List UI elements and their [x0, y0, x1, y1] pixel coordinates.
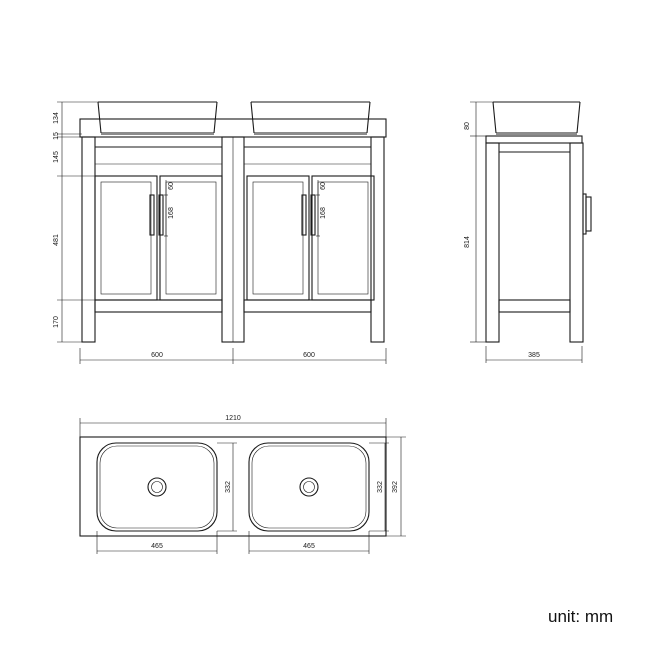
front-leg	[81, 136, 96, 343]
total-width-dimension: 1210	[225, 415, 241, 422]
drain-hole	[299, 477, 319, 497]
bay-width-right-dimension: 600	[303, 352, 315, 359]
top-countertop	[79, 436, 387, 537]
side-basin-height-dimension: 80	[464, 122, 471, 130]
door-handle	[149, 194, 155, 236]
side-leg	[569, 142, 584, 343]
top-right-basin	[248, 442, 370, 532]
total-height-dimension: 814	[464, 236, 471, 248]
bay-width-left-dimension: 600	[151, 352, 163, 359]
front-left-doors	[94, 175, 223, 301]
front-height-dimensions: 134 15 145 481 170	[53, 101, 98, 343]
side-handle	[582, 193, 592, 235]
front-right-basin	[250, 101, 371, 135]
front-right-doors	[246, 175, 375, 301]
left-basin-width-dimension: 465	[151, 543, 163, 550]
door-height-dimension: 481	[53, 234, 60, 246]
front-width-dimensions: 600 600	[79, 348, 387, 364]
front-leg	[370, 136, 385, 343]
handle-length-dimension-right: 168	[320, 207, 327, 219]
handle-offset-dimension-left: 60	[168, 182, 175, 190]
side-basin	[492, 101, 581, 135]
top-width-dimension: 1210	[79, 415, 387, 437]
top-basin-width-dimensions: 465 465	[96, 531, 370, 554]
total-depth-dimension: 392	[392, 481, 399, 493]
handle-length-dimension-left: 168	[168, 207, 175, 219]
front-left-basin	[97, 101, 218, 135]
front-bottom-rail	[94, 299, 223, 313]
door-handle	[158, 194, 164, 236]
side-height-dimensions: 80 814	[464, 101, 493, 343]
side-leg	[485, 142, 500, 343]
front-view: 60 168 60 168 134 15 145 481 170	[53, 101, 387, 364]
top-basin-depth-dimensions: 332 332 392	[217, 436, 406, 537]
front-bottom-rail	[243, 299, 372, 313]
right-basin-depth-dimension: 332	[377, 481, 384, 493]
top-view: 1210 332 332 392 465 465	[79, 415, 406, 554]
left-basin-depth-dimension: 332	[225, 481, 232, 493]
side-countertop	[485, 135, 583, 144]
door-handle	[310, 194, 316, 236]
right-basin-width-dimension: 465	[303, 543, 315, 550]
top-thickness-dimension: 15	[53, 132, 60, 140]
top-left-basin	[96, 442, 218, 532]
basin-height-dimension: 134	[53, 112, 60, 124]
handle-dimensions: 60 168 60 168	[164, 180, 327, 237]
door-handle	[301, 194, 307, 236]
depth-dimension: 385	[528, 352, 540, 359]
handle-offset-dimension-right: 60	[320, 182, 327, 190]
side-bottom-rail	[498, 299, 571, 313]
unit-label: unit: mm	[548, 607, 614, 626]
drawer-band-dimension: 145	[53, 151, 60, 163]
side-depth-dimension: 385	[485, 346, 583, 363]
leg-height-dimension: 170	[53, 316, 60, 328]
drain-hole	[147, 477, 167, 497]
side-view: 80 814 385	[464, 101, 592, 363]
